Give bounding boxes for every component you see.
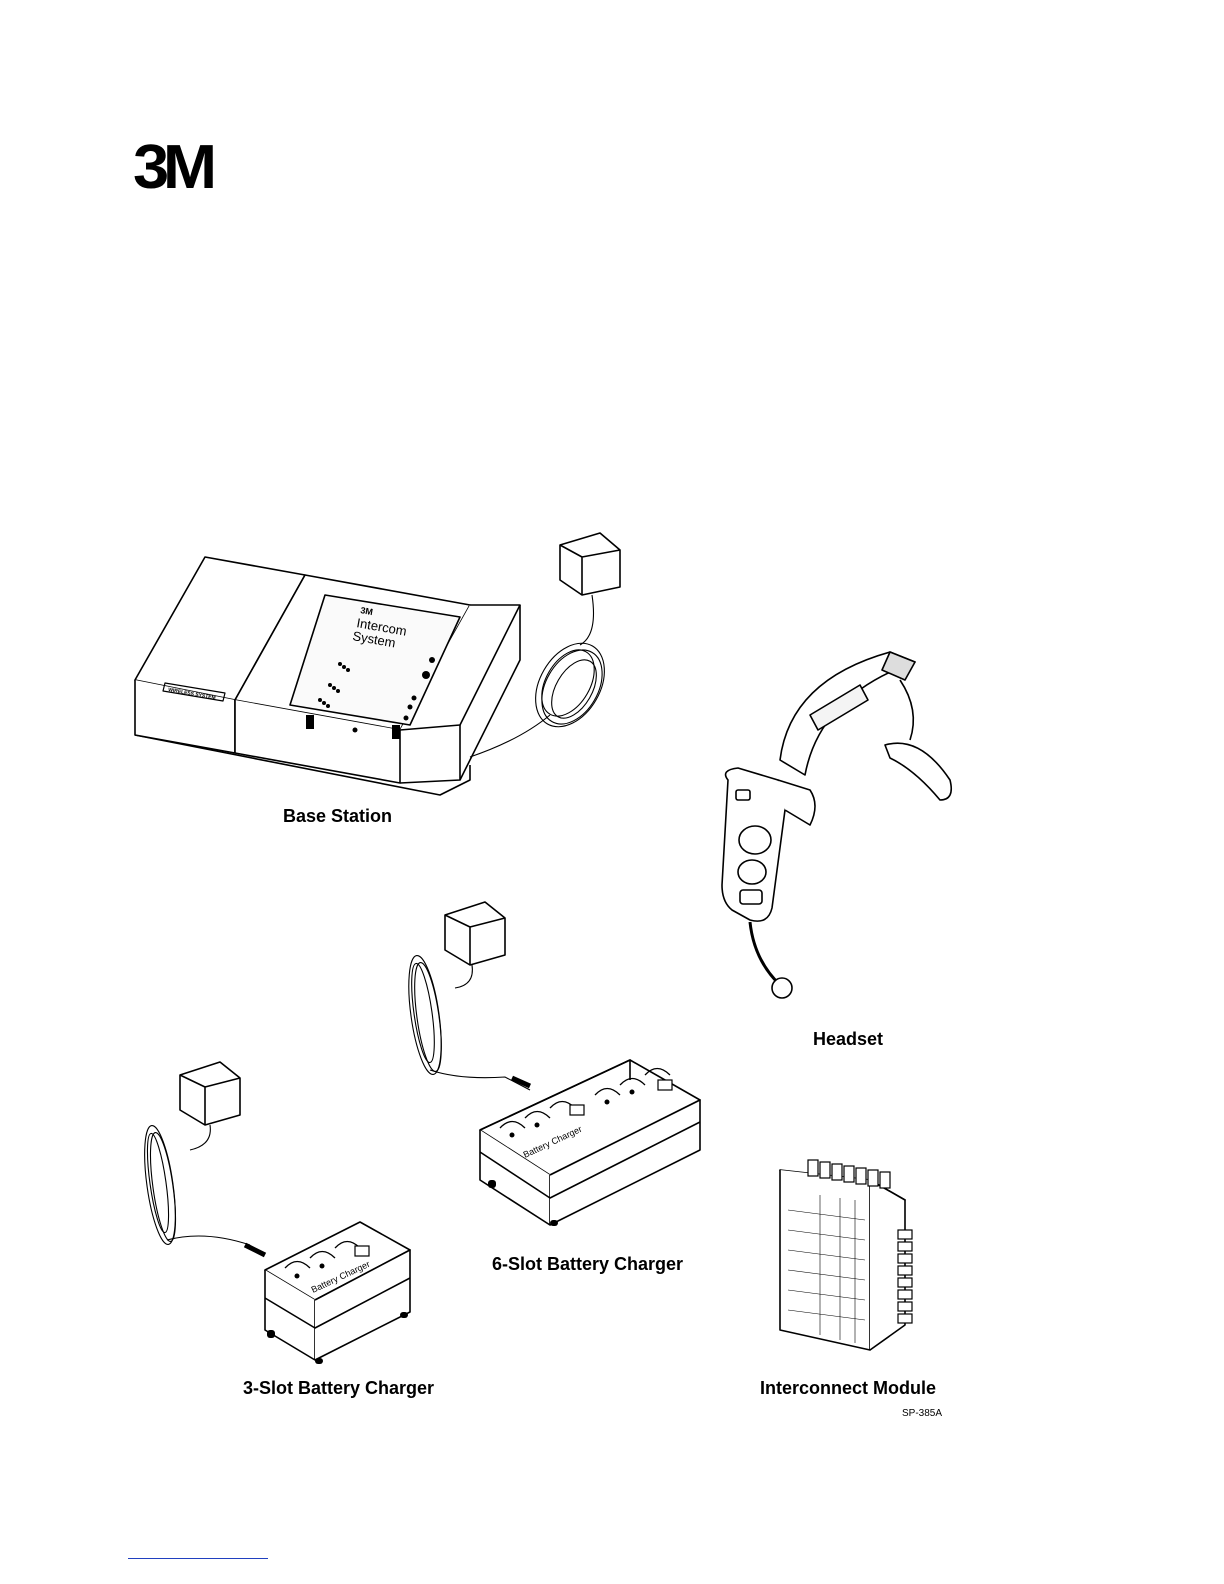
three-slot-charger-caption: 3-Slot Battery Charger (243, 1378, 434, 1399)
six-slot-charger-caption: 6-Slot Battery Charger (492, 1254, 683, 1275)
3m-logo: 3M (133, 140, 230, 195)
interconnect-module-caption: Interconnect Module (760, 1378, 936, 1399)
base-station-caption: Base Station (283, 806, 392, 827)
six-slot-charger-illustration: Battery Charger (400, 890, 710, 1220)
footer-link-rule (128, 1558, 268, 1559)
headset-caption: Headset (813, 1029, 883, 1050)
three-slot-charger-illustration: Battery Charger (135, 1050, 425, 1370)
base-station-illustration: 3M Intercom System WIRELESS SYSTEM (130, 525, 630, 805)
interconnect-module-illustration (770, 1150, 930, 1360)
headset-illustration (710, 640, 970, 1000)
figure-code: SP-385A (902, 1408, 942, 1419)
